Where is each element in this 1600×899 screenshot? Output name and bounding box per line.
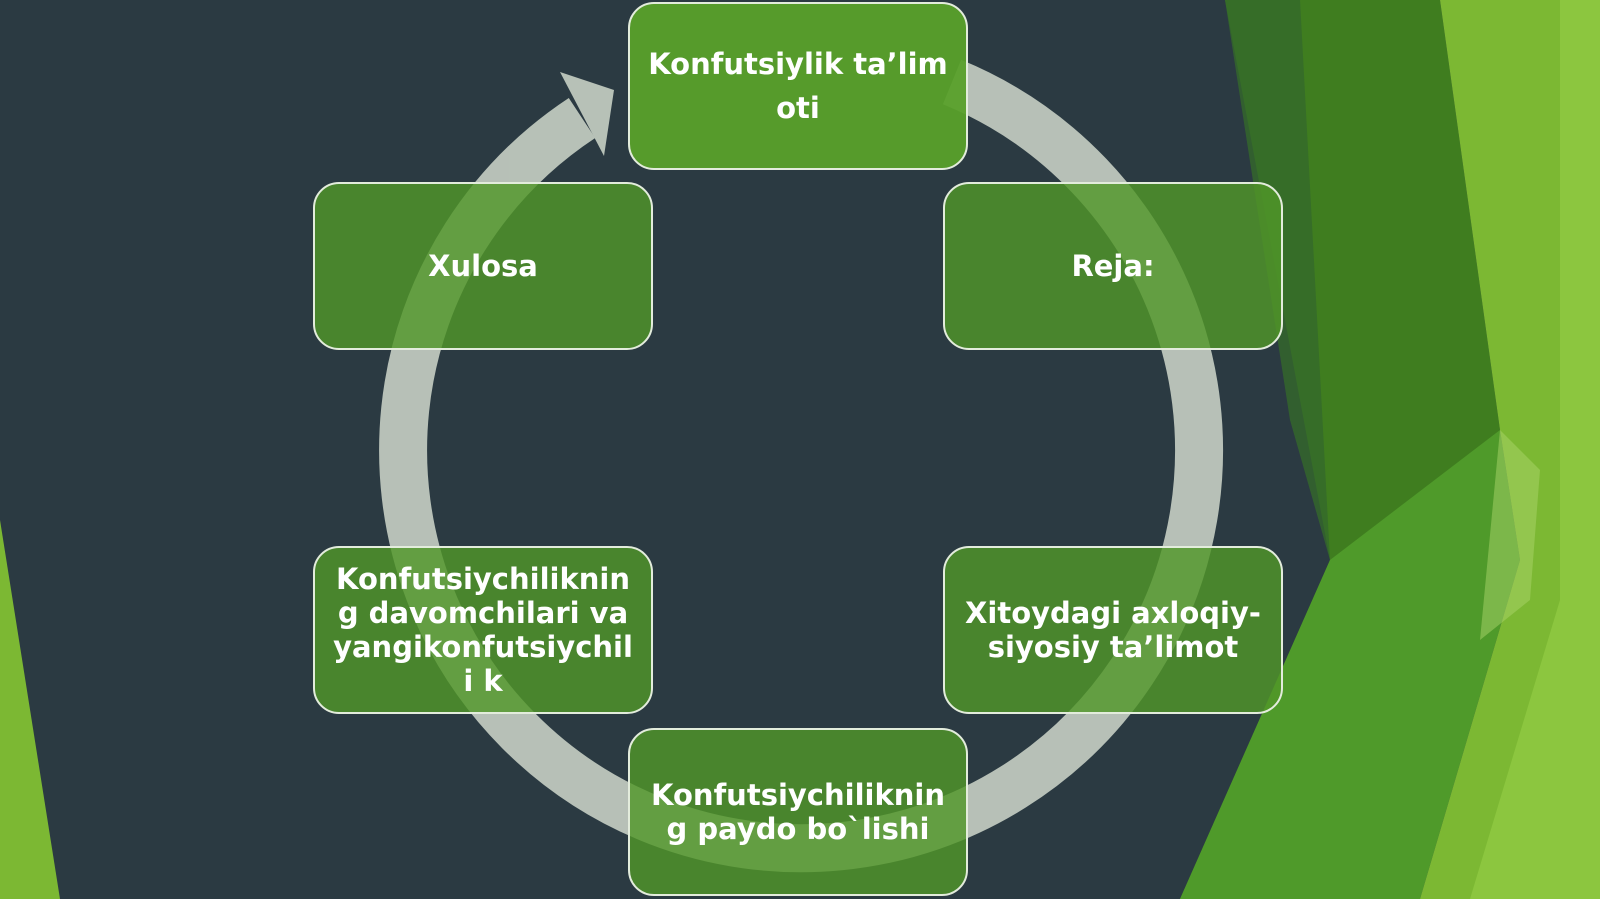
node-label: Xitoydagi axloqiy-siyosiy ta’limot bbox=[965, 596, 1261, 664]
node-reja: Reja: bbox=[943, 182, 1283, 350]
node-label: Konfutsiylik ta’limoti bbox=[648, 47, 948, 125]
bg-shape-bright-green bbox=[1470, 0, 1600, 899]
node-label: Reja: bbox=[1071, 249, 1155, 283]
node-konfutsiylik-talimoti: Konfutsiylik ta’limoti bbox=[628, 2, 968, 170]
node-label: Konfutsiychiliknin g davomchilari va yan… bbox=[333, 562, 633, 698]
node-paydo-bolishi: Konfutsiychiliknin g paydo bo`lishi bbox=[628, 728, 968, 896]
bg-shape-glint bbox=[1480, 430, 1540, 640]
node-label: Xulosa bbox=[428, 249, 538, 283]
bg-shape-mid-green bbox=[1180, 430, 1520, 899]
node-xitoydagi-talimot: Xitoydagi axloqiy-siyosiy ta’limot bbox=[943, 546, 1283, 714]
node-xulosa: Xulosa bbox=[313, 182, 653, 350]
bg-shape-left-green bbox=[0, 520, 60, 899]
node-label: Konfutsiychiliknin g paydo bo`lishi bbox=[651, 778, 945, 846]
node-davomchilari: Konfutsiychiliknin g davomchilari va yan… bbox=[313, 546, 653, 714]
